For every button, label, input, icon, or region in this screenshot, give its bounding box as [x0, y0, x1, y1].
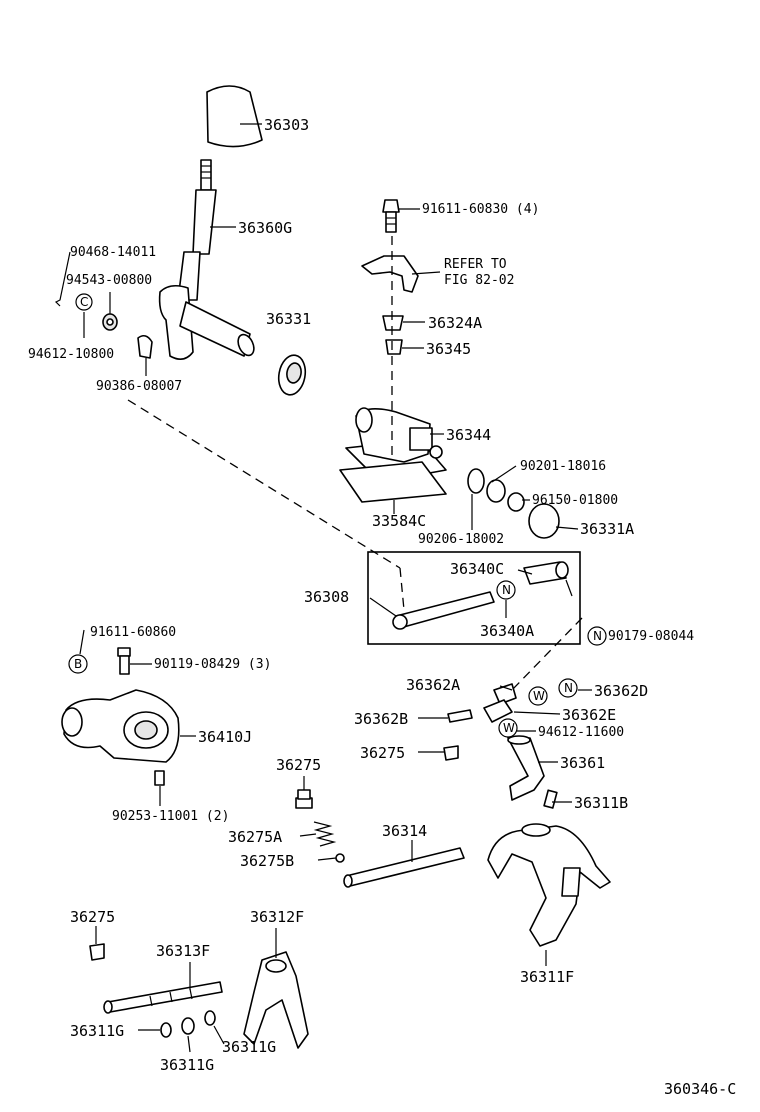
shift-fork-36312F — [243, 951, 309, 1049]
label-36314: 36314 — [382, 822, 427, 840]
shift-lever-36360G — [158, 159, 255, 360]
bushing-36345 — [385, 339, 403, 355]
label-36362D: 36362D — [594, 682, 648, 700]
label-36362E: 36362E — [562, 706, 616, 724]
label-36410J: 36410J — [198, 728, 252, 746]
shift-lever-36361 — [507, 735, 545, 801]
label-36275A: 36275A — [228, 828, 282, 846]
label-94543-00800: 94543-00800 — [66, 273, 152, 288]
pin-36362B — [447, 709, 473, 723]
symbol-w-2: W — [503, 721, 515, 735]
seal-36331 — [277, 354, 307, 396]
label-90179-08044: 90179-08044 — [608, 629, 694, 644]
shift-knob-36303 — [206, 85, 263, 148]
label-36275-small: 36275 — [360, 744, 405, 762]
bushing-36324A — [382, 315, 404, 331]
shift-head-36362E: W N W — [483, 678, 578, 738]
label-91611-60860: 91611-60860 — [90, 625, 176, 640]
plug-36275-low — [89, 943, 105, 961]
label-33584C: 33584C — [372, 512, 426, 530]
label-36303: 36303 — [264, 116, 309, 134]
label-90119-08429: 90119-08429 (3) — [154, 657, 271, 672]
label-90206-18002: 90206-18002 — [418, 532, 504, 547]
label-90201-18016: 90201-18016 — [520, 459, 606, 474]
label-36308: 36308 — [304, 588, 349, 606]
symbol-n-3-circle — [587, 626, 607, 646]
label-91611-60830: 91611-60830 (4) — [422, 202, 539, 217]
label-36275B: 36275B — [240, 852, 294, 870]
label-94612-11600: 94612-11600 — [538, 725, 624, 740]
shaft-36313F — [103, 981, 223, 1014]
symbol-b: B — [74, 657, 82, 671]
label-36340C: 36340C — [450, 560, 504, 578]
label-36340A: 36340A — [480, 622, 534, 640]
symbol-c: C — [80, 295, 88, 309]
label-36311G-b: 36311G — [160, 1056, 214, 1074]
label-96150-01800: 96150-01800 — [532, 493, 618, 508]
bolt-91611-60830 — [382, 199, 400, 233]
spring-36275A — [313, 821, 337, 847]
label-36345: 36345 — [426, 340, 471, 358]
shift-rod-36308: N — [392, 561, 569, 630]
label-36331A: 36331A — [580, 520, 634, 538]
label-90386-08007: 90386-08007 — [96, 379, 182, 394]
ball-36275B — [335, 853, 345, 863]
label-36311G-c: 36311G — [222, 1038, 276, 1056]
bolt-91611-60860: B — [68, 647, 131, 675]
label-36361: 36361 — [560, 754, 605, 772]
symbol-n-3: N — [593, 629, 602, 643]
label-36275-low: 36275 — [70, 908, 115, 926]
rings-36311G — [160, 1010, 216, 1038]
gasket-33584C — [339, 461, 447, 503]
label-90468-14011: 90468-14011 — [70, 245, 156, 260]
shift-fork-36311F — [487, 823, 611, 947]
adapter-36410J — [61, 689, 180, 763]
dash-line-4 — [511, 617, 583, 691]
label-94612-10800: 94612-10800 — [28, 347, 114, 362]
plug-36275-mid — [295, 789, 313, 809]
pin-90253-11001 — [154, 770, 165, 786]
label-36331: 36331 — [266, 310, 311, 328]
small-parts-left: C — [54, 251, 153, 359]
label-36362A: 36362A — [406, 676, 460, 694]
dash-line-1 — [127, 399, 401, 569]
plug-36275-small — [443, 745, 459, 761]
leader-lines — [79, 123, 592, 1053]
label-36362B: 36362B — [354, 710, 408, 728]
refer-note-line1: REFER TO — [444, 257, 507, 272]
key-36311B — [543, 789, 558, 809]
label-36311B: 36311B — [574, 794, 628, 812]
label-36275-mid: 36275 — [276, 756, 321, 774]
footer-code: 360346-C — [664, 1080, 736, 1098]
dash-line-2 — [399, 567, 405, 611]
label-36313F: 36313F — [156, 942, 210, 960]
label-90253-11001: 90253-11001 (2) — [112, 809, 229, 824]
label-36311G-a: 36311G — [70, 1022, 124, 1040]
label-36344: 36344 — [446, 426, 491, 444]
symbol-w-1: W — [533, 689, 545, 703]
refer-note-line2: FIG 82-02 — [444, 273, 514, 288]
label-36360G: 36360G — [238, 219, 292, 237]
label-36311F: 36311F — [520, 968, 574, 986]
symbol-n-2: N — [564, 681, 573, 695]
symbol-n-1: N — [502, 583, 511, 597]
small-parts-right — [467, 468, 560, 539]
shaft-36314 — [343, 847, 465, 888]
label-36324A: 36324A — [428, 314, 482, 332]
bracket-refer-fig-82-02 — [361, 255, 419, 293]
label-36312F: 36312F — [250, 908, 304, 926]
box-36308 — [367, 551, 581, 645]
